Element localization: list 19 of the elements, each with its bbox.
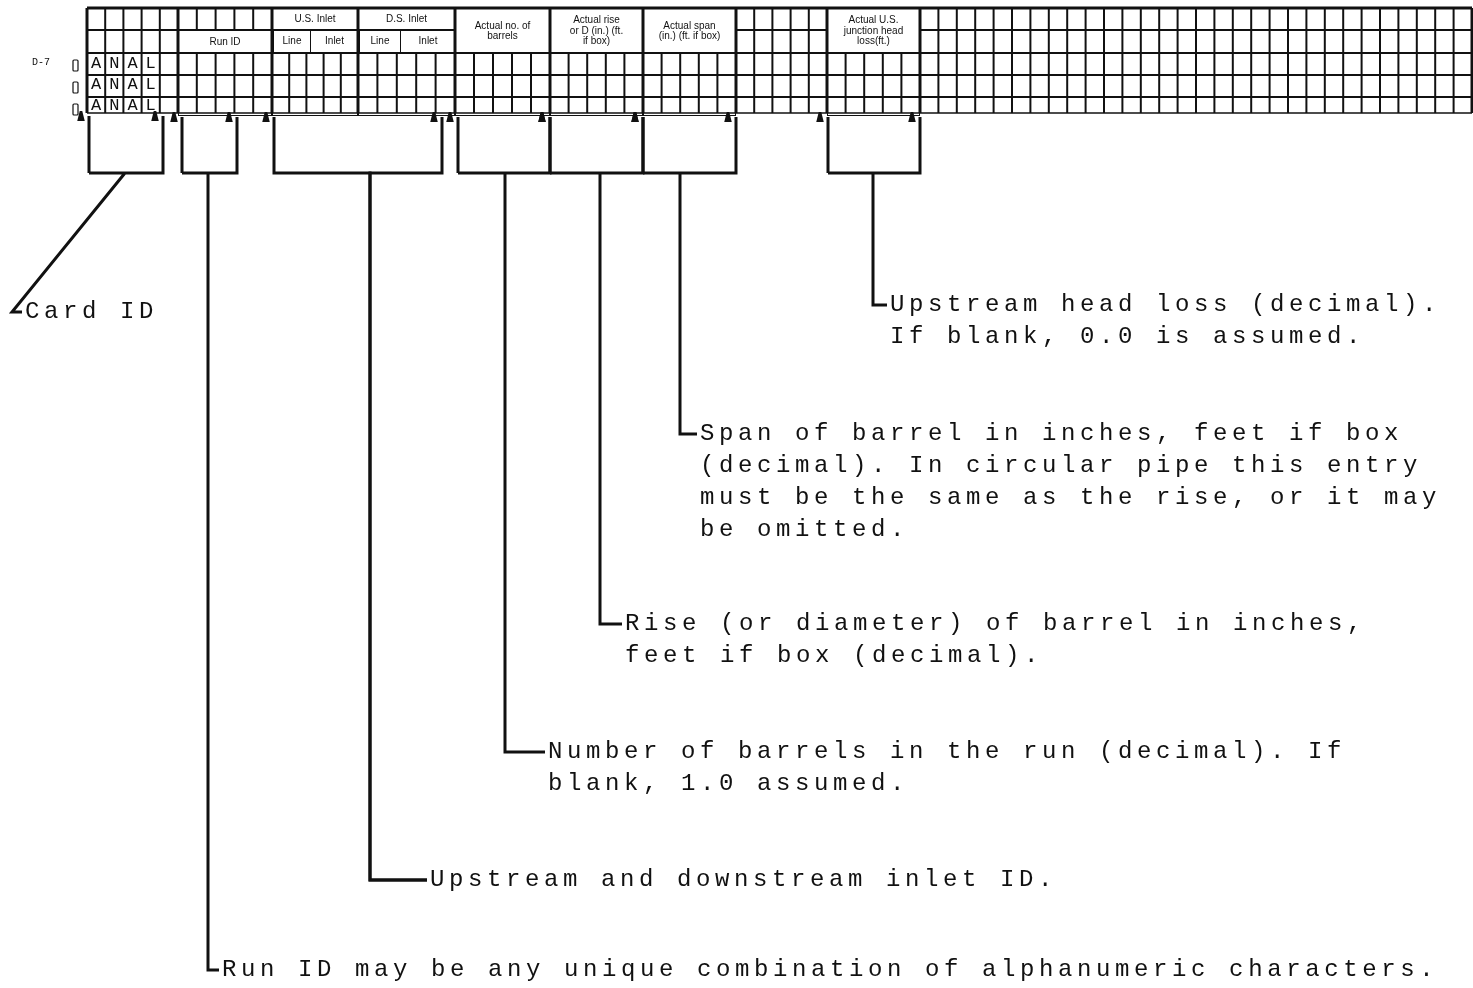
header-text: U.S. Inlet: [293, 11, 337, 26]
card-number-label: D-7: [32, 57, 50, 68]
header-text: Actual span (in.) (ft. if box): [658, 18, 721, 43]
annotation-text: Upstream and downstream inlet ID.: [430, 864, 1058, 896]
annotation-text: Upstream head loss (decimal). If blank, 0.0 is assumed.: [890, 289, 1473, 353]
header-text: D.S. Inlet: [384, 11, 429, 26]
annotation-text: Card ID: [25, 296, 159, 328]
annotation-text: Run ID may be any unique combination of alphanumeric characters.: [222, 954, 1439, 986]
annotation-text: Span of barrel in inches, feet if box (decimal). In circular pipe this entry must be the same as the rise, or it may be omitted.: [700, 418, 1462, 546]
header-text: Actual rise or D (in.) (ft. if box): [568, 13, 625, 49]
header-text: Inlet: [324, 34, 345, 49]
header-text: Line: [369, 34, 391, 49]
annotation-text: Rise (or diameter) of barrel in inches, feet if box (decimal).: [625, 608, 1405, 672]
header-text: Run ID: [208, 34, 242, 49]
header-text: Inlet: [417, 34, 439, 49]
header-text: Actual U.S. junction head loss(ft.): [842, 13, 905, 49]
annotation-text: Number of barrels in the run (decimal). If blank, 1.0 assumed.: [548, 736, 1378, 800]
header-text: Actual no. of barrels: [474, 18, 531, 43]
header-text: Line: [281, 34, 303, 49]
